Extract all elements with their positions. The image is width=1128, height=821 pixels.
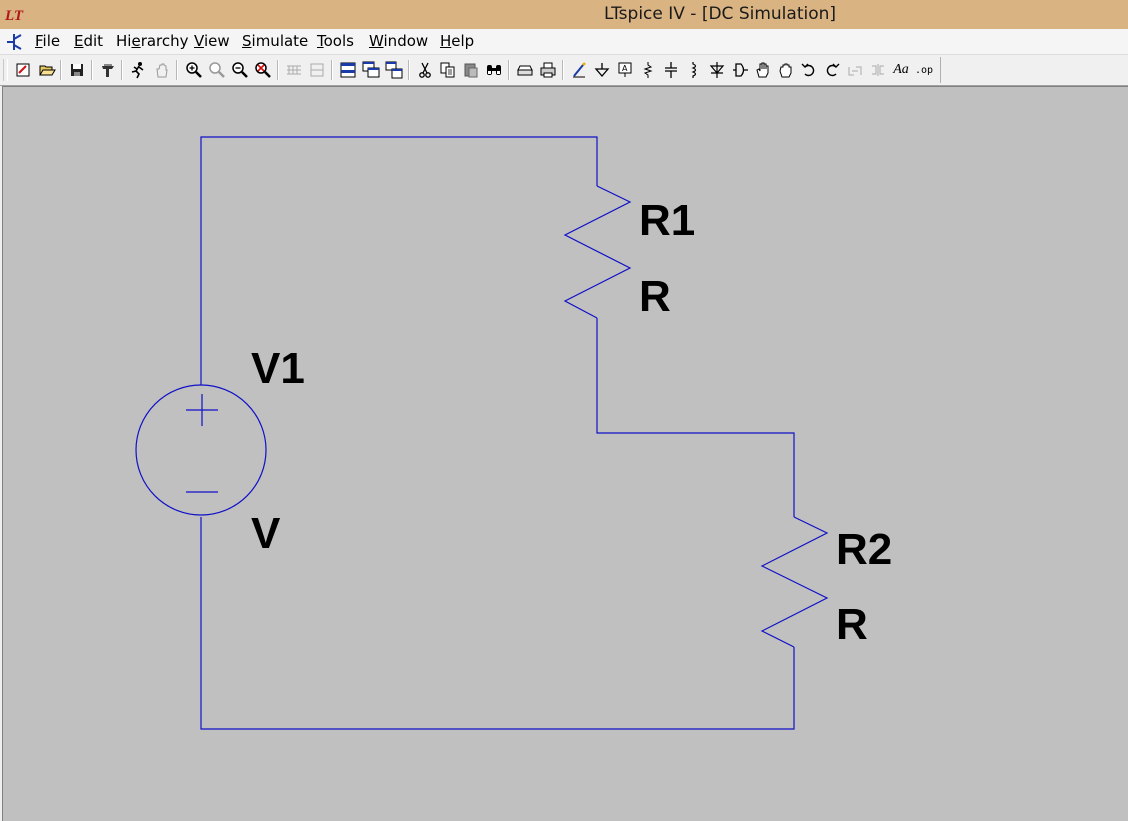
menu-simulate[interactable]: Simulate (242, 32, 309, 50)
toolbar-separator (562, 60, 564, 80)
wire-bottom[interactable] (200, 517, 795, 730)
capacitor-icon[interactable] (661, 60, 681, 80)
toolbar-separator (176, 60, 178, 80)
window-title: LTspice IV - [DC Simulation] (603, 4, 837, 24)
find-icon[interactable] (484, 60, 504, 80)
mirror-icon[interactable] (868, 60, 888, 80)
control-panel-icon[interactable] (98, 60, 118, 80)
toolbar-separator (331, 60, 333, 80)
zoom-out-icon[interactable] (230, 60, 250, 80)
wire-middle[interactable] (596, 318, 795, 517)
toolbar-separator (121, 60, 123, 80)
restore-icon[interactable] (384, 60, 404, 80)
v1-value-label[interactable]: V (251, 509, 281, 558)
cut-icon[interactable] (415, 60, 435, 80)
svg-text:A: A (622, 64, 628, 73)
tile-horizontal-icon[interactable] (284, 60, 304, 80)
rotate-icon[interactable] (845, 60, 865, 80)
save-icon[interactable] (67, 60, 87, 80)
toolbar-separator (60, 60, 62, 80)
inductor-icon[interactable] (684, 60, 704, 80)
toolbar-end (940, 57, 941, 83)
text-icon[interactable]: Aa (893, 62, 909, 77)
paste-icon[interactable] (461, 60, 481, 80)
toolbar-separator (508, 60, 510, 80)
voltage-source-v1[interactable] (135, 384, 267, 516)
resistor-r1[interactable] (563, 185, 632, 319)
toolbar-separator (91, 60, 93, 80)
label-net-icon[interactable]: A (615, 60, 635, 80)
menu-bar: File Edit Hierarchy View Simulate Tools … (0, 29, 1128, 55)
menu-view[interactable]: View (194, 32, 230, 50)
schematic-drawing: V1 V R1 R R2 R (135, 136, 892, 730)
menu-file[interactable]: File (35, 32, 61, 50)
resistor-icon[interactable] (638, 60, 658, 80)
ltspice-logo-icon[interactable]: LT (4, 5, 24, 23)
toolbar: A Aa .op (0, 55, 1128, 86)
svg-text:LT: LT (4, 8, 24, 23)
v1-name-label[interactable]: V1 (251, 344, 305, 393)
r2-name-label[interactable]: R2 (836, 525, 892, 574)
close-window-icon[interactable] (361, 60, 381, 80)
ground-icon[interactable] (592, 60, 612, 80)
menu-window[interactable]: Window (369, 32, 429, 50)
menu-tools[interactable]: Tools (317, 32, 354, 50)
diode-icon[interactable] (707, 60, 727, 80)
wire-icon[interactable] (569, 60, 589, 80)
resistor-r2[interactable] (760, 516, 829, 648)
copy-icon[interactable] (438, 60, 458, 80)
halt-icon[interactable] (152, 60, 172, 80)
print-setup-icon[interactable] (515, 60, 535, 80)
new-schematic-icon[interactable] (13, 60, 33, 80)
move-icon[interactable] (753, 60, 773, 80)
spice-directive-icon[interactable]: .op (914, 64, 934, 76)
open-icon[interactable] (37, 60, 57, 80)
drag-icon[interactable] (776, 60, 796, 80)
component-icon[interactable] (730, 60, 750, 80)
zoom-cancel-icon[interactable] (253, 60, 273, 80)
wire-top[interactable] (200, 136, 598, 385)
title-bar: LT LTspice IV - [DC Simulation] (0, 0, 1128, 29)
run-icon[interactable] (128, 60, 148, 80)
print-icon[interactable] (538, 60, 558, 80)
toolbar-separator (277, 60, 279, 80)
toolbar-separator (408, 60, 410, 80)
zoom-in-icon[interactable] (184, 60, 204, 80)
menu-help[interactable]: Help (440, 32, 475, 50)
menu-edit[interactable]: Edit (74, 32, 104, 50)
tile-vertical-icon[interactable] (307, 60, 327, 80)
r1-value-label[interactable]: R (639, 272, 671, 321)
schematic-document-icon[interactable] (5, 32, 25, 52)
r2-value-label[interactable]: R (836, 600, 868, 649)
cascade-icon[interactable] (338, 60, 358, 80)
schematic-canvas[interactable]: V1 V R1 R R2 R (2, 86, 1128, 821)
menu-hierarchy[interactable]: Hierarchy (116, 32, 189, 50)
zoom-pan-icon[interactable] (207, 60, 227, 80)
r1-name-label[interactable]: R1 (639, 196, 695, 245)
undo-icon[interactable] (799, 60, 819, 80)
redo-icon[interactable] (822, 60, 842, 80)
toolbar-grip[interactable] (3, 59, 8, 81)
